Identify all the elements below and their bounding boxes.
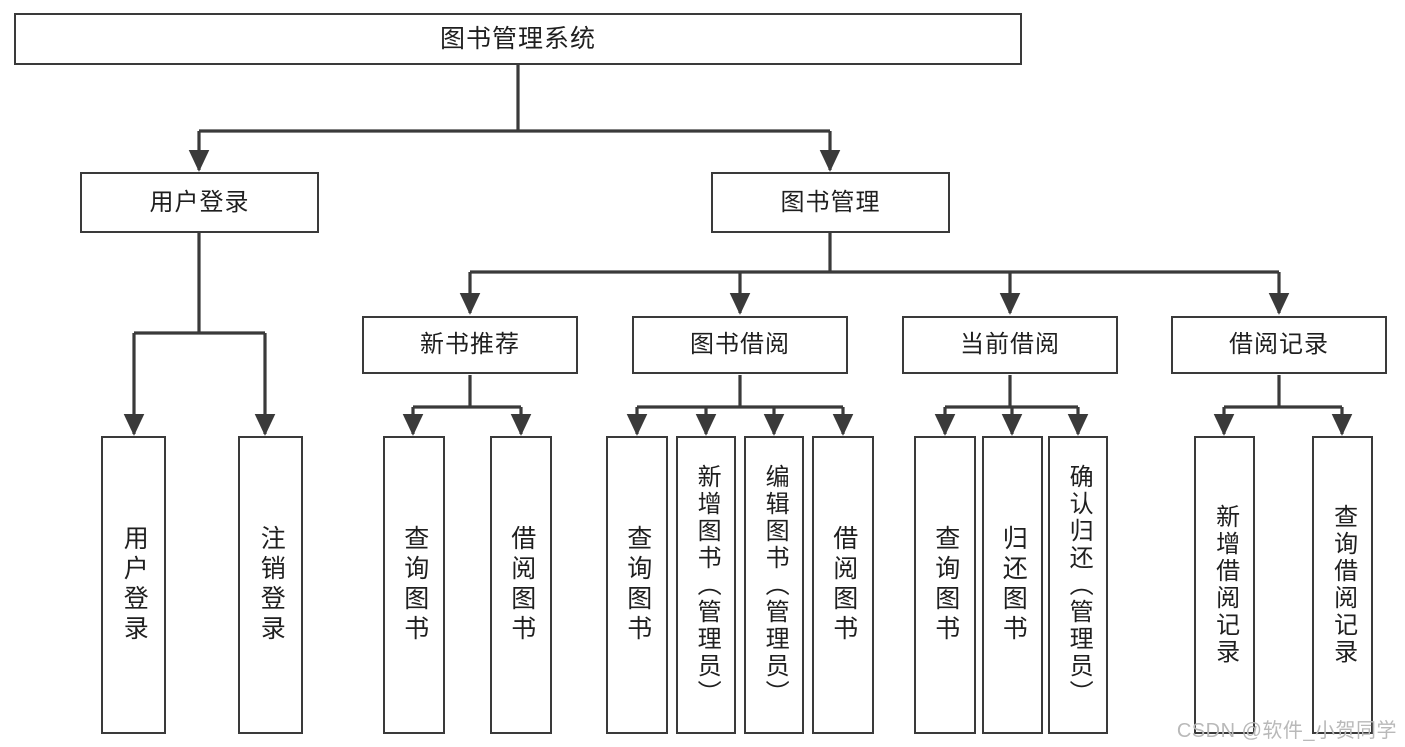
node-borrow-record: 借阅记录: [1171, 316, 1387, 374]
node-label: 用户登录: [120, 525, 149, 645]
leaf-add-book-admin: 新增图书（管理员）: [676, 436, 736, 734]
leaf-query-book-borrow: 查询图书: [606, 436, 668, 734]
node-label: 图书管理系统: [439, 24, 596, 53]
node-label: 新书推荐: [420, 331, 520, 359]
node-label: 注销登录: [257, 525, 286, 645]
node-label: 归还图书: [999, 525, 1028, 645]
leaf-query-book-recommend: 查询图书: [383, 436, 445, 734]
node-label: 查询图书: [400, 525, 429, 645]
node-label: 确认归还（管理员）: [1065, 463, 1093, 707]
node-label: 用户登录: [149, 188, 250, 216]
leaf-borrow-book-recommend: 借阅图书: [490, 436, 552, 734]
node-label: 图书管理: [780, 188, 881, 216]
leaf-borrow-book-borrow: 借阅图书: [812, 436, 874, 734]
node-label: 查询借阅记录: [1329, 504, 1357, 666]
node-root-book-management-system: 图书管理系统: [14, 13, 1022, 65]
node-label: 图书借阅: [690, 331, 790, 359]
node-user-login: 用户登录: [80, 172, 319, 233]
leaf-query-book-current: 查询图书: [914, 436, 976, 734]
node-label: 编辑图书（管理员）: [761, 463, 789, 707]
leaf-logout-login: 注销登录: [238, 436, 303, 734]
node-current-borrow: 当前借阅: [902, 316, 1118, 374]
node-label: 查询图书: [931, 525, 960, 645]
leaf-query-borrow-record: 查询借阅记录: [1312, 436, 1373, 734]
node-new-book-recommend: 新书推荐: [362, 316, 578, 374]
node-label: 新增图书（管理员）: [693, 463, 721, 707]
node-label: 借阅图书: [507, 525, 536, 645]
node-label: 新增借阅记录: [1211, 504, 1239, 666]
leaf-confirm-return-admin: 确认归还（管理员）: [1048, 436, 1108, 734]
leaf-edit-book-admin: 编辑图书（管理员）: [744, 436, 804, 734]
node-label: 查询图书: [623, 525, 652, 645]
node-label: 借阅图书: [829, 525, 858, 645]
node-label: 当前借阅: [960, 331, 1060, 359]
node-book-manage: 图书管理: [711, 172, 950, 233]
node-book-borrow: 图书借阅: [632, 316, 848, 374]
leaf-return-book: 归还图书: [982, 436, 1043, 734]
node-label: 借阅记录: [1229, 331, 1329, 359]
leaf-user-login: 用户登录: [101, 436, 166, 734]
leaf-add-borrow-record: 新增借阅记录: [1194, 436, 1255, 734]
